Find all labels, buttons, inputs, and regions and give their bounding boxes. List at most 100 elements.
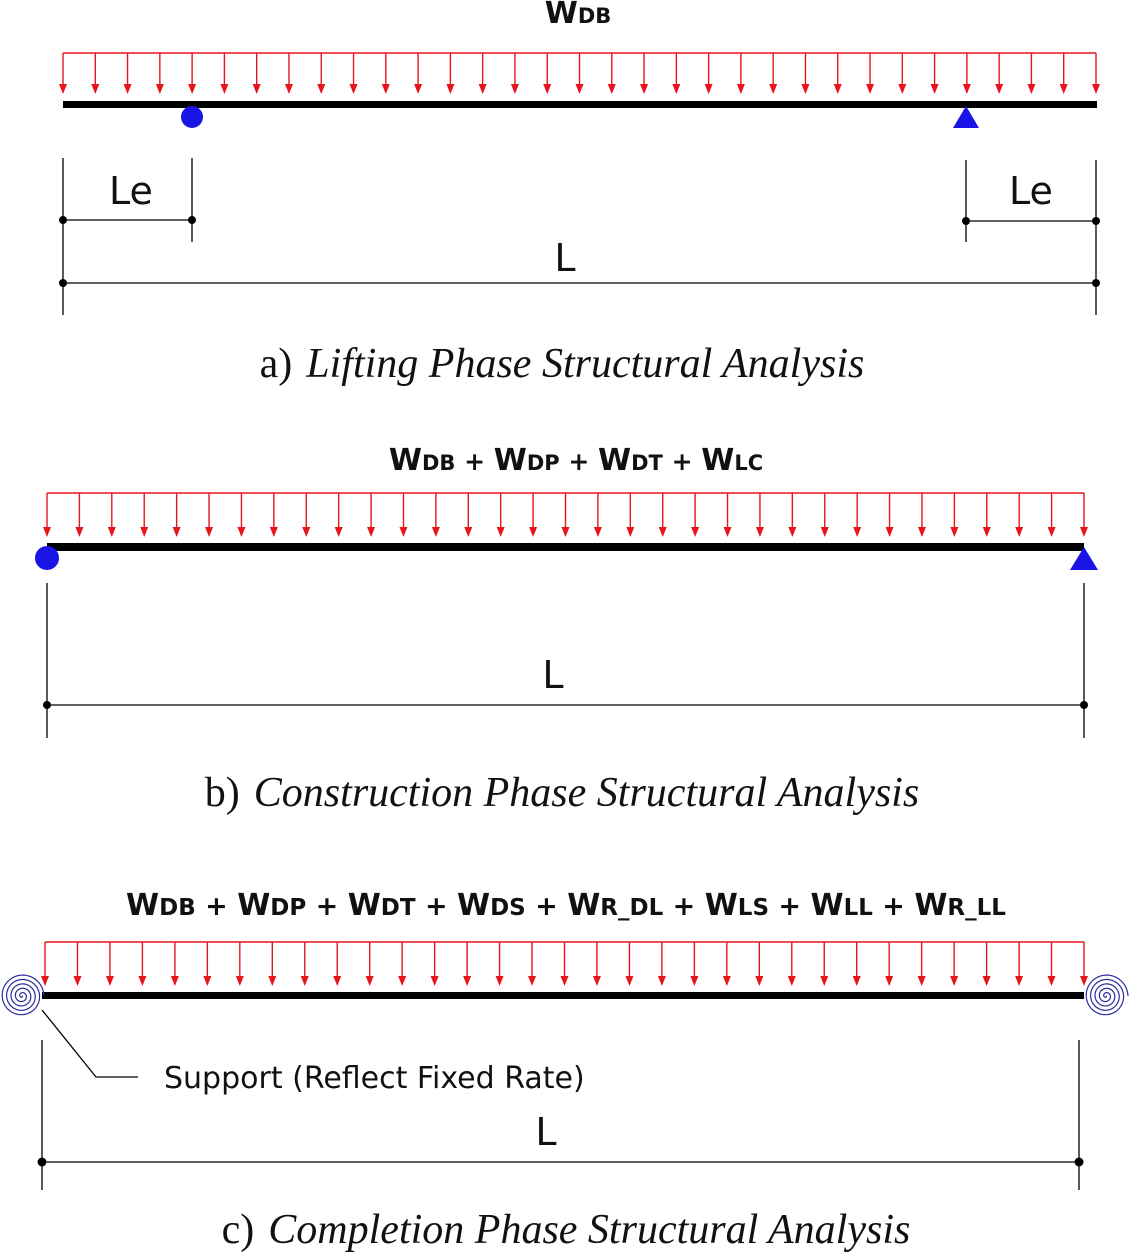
plus-sign: + — [663, 891, 704, 922]
panel-c-caption-prefix: c) — [222, 1207, 255, 1253]
panel-b-right-support-triangle-icon — [1070, 547, 1098, 570]
plus-sign: + — [306, 891, 347, 922]
load-arrow-icon — [496, 493, 505, 537]
load-arrow-icon — [302, 493, 311, 537]
panel-a-load-label: WDB — [545, 0, 612, 31]
load-arrow-icon — [962, 53, 971, 94]
load-arrow-icon — [736, 53, 745, 94]
load-term-main: W — [348, 888, 381, 923]
load-arrow-icon — [381, 53, 390, 94]
load-term-subscript: DS — [490, 895, 526, 921]
load-arrow-icon — [626, 493, 635, 537]
load-arrow-icon — [317, 53, 326, 94]
load-arrow-icon — [495, 942, 504, 986]
load-arrow-icon — [1080, 942, 1088, 986]
load-arrow-icon — [188, 53, 197, 94]
load-arrow-icon — [1080, 493, 1088, 537]
load-arrow-icon — [138, 942, 147, 986]
load-arrow-icon — [672, 53, 681, 94]
load-term-subscript: DT — [631, 451, 663, 475]
plus-sign: + — [560, 447, 598, 476]
load-arrow-icon — [691, 493, 700, 537]
panel-c-caption: c)Completion Phase Structural Analysis — [222, 1207, 911, 1253]
panel-b-caption: b)Construction Phase Structural Analysis — [205, 770, 919, 816]
load-arrow-icon — [170, 942, 179, 986]
load-arrow-icon — [788, 493, 797, 537]
load-arrow-icon — [722, 942, 731, 986]
load-arrow-icon — [155, 53, 164, 94]
load-arrow-icon — [543, 53, 552, 94]
panel-c-right-spring-support-icon — [1085, 974, 1129, 1016]
plus-sign: + — [873, 891, 914, 922]
load-term-main: W — [567, 888, 600, 923]
load-arrow-icon — [930, 53, 939, 94]
load-arrow-icon — [560, 942, 569, 986]
plus-sign: + — [526, 891, 567, 922]
panel-a-le-left-label: Le — [109, 169, 153, 213]
load-arrow-icon — [365, 942, 374, 986]
load-arrow-icon — [950, 493, 959, 537]
load-arrow-icon — [657, 942, 666, 986]
load-arrow-icon — [414, 53, 423, 94]
load-arrow-icon — [704, 53, 713, 94]
panel-a-distributed-load — [59, 52, 1100, 94]
panel-c-length-label: L — [535, 1110, 556, 1154]
load-term-main: W — [701, 443, 734, 478]
load-arrow-icon — [235, 942, 244, 986]
load-arrow-icon — [446, 53, 455, 94]
panel-b-dimensions — [46, 583, 1085, 738]
panel-a-right-support-triangle-icon — [953, 106, 979, 128]
load-term-main: W — [598, 443, 631, 478]
load-arrow-icon — [1015, 493, 1024, 537]
load-arrow-icon — [140, 493, 149, 537]
load-arrow-icon — [220, 53, 229, 94]
load-arrow-icon — [203, 942, 212, 986]
load-term-subscript: DP — [527, 451, 560, 475]
load-arrow-icon — [769, 53, 778, 94]
panel-c-left-spring-support-icon — [1, 974, 45, 1016]
load-term-main: W — [126, 888, 159, 923]
plus-sign: + — [769, 891, 810, 922]
load-arrow-icon — [593, 493, 602, 537]
load-term-main: W — [389, 443, 422, 478]
load-term-subscript: LL — [844, 895, 874, 921]
load-term-subscript: R_DL — [600, 895, 663, 921]
load-arrow-icon — [237, 493, 246, 537]
load-arrow-icon — [333, 942, 342, 986]
load-arrow-icon — [1027, 53, 1036, 94]
load-arrow-icon — [91, 53, 100, 94]
load-arrow-icon — [349, 53, 358, 94]
load-arrow-icon — [300, 942, 309, 986]
load-arrow-icon — [463, 942, 472, 986]
load-arrow-icon — [658, 493, 667, 537]
load-arrow-icon — [561, 493, 570, 537]
load-arrow-icon — [510, 53, 519, 94]
load-arrow-icon — [1092, 53, 1100, 94]
panel-b-dimension-dots — [43, 701, 1088, 709]
load-arrow-icon — [755, 493, 764, 537]
load-arrow-icon — [690, 942, 699, 986]
load-arrow-icon — [833, 53, 842, 94]
load-arrow-icon — [755, 942, 764, 986]
load-arrow-icon — [269, 493, 278, 537]
panel-b-construction: WDB + WDP + WDT + WLC L b)Construction P… — [35, 443, 1098, 816]
load-term-subscript: DT — [381, 895, 416, 921]
load-term-main: W — [457, 888, 490, 923]
panel-b-beam — [47, 543, 1084, 551]
panel-a-dimension-dots — [59, 216, 1100, 287]
load-arrow-icon — [528, 942, 537, 986]
load-arrow-icon — [252, 53, 261, 94]
panel-c-distributed-load — [41, 941, 1088, 986]
load-arrow-icon — [801, 53, 810, 94]
load-arrow-icon — [1059, 53, 1068, 94]
panel-b-load-label: WDB + WDP + WDT + WLC — [389, 443, 763, 478]
load-arrow-icon — [592, 942, 601, 986]
load-arrow-icon — [172, 493, 181, 537]
load-arrow-icon — [950, 942, 959, 986]
load-arrow-icon — [478, 53, 487, 94]
panel-a-dimensions — [62, 158, 1097, 315]
load-term-subscript: LS — [738, 895, 769, 921]
load-arrow-icon — [334, 493, 343, 537]
load-arrow-icon — [917, 942, 926, 986]
load-arrow-icon — [430, 942, 439, 986]
